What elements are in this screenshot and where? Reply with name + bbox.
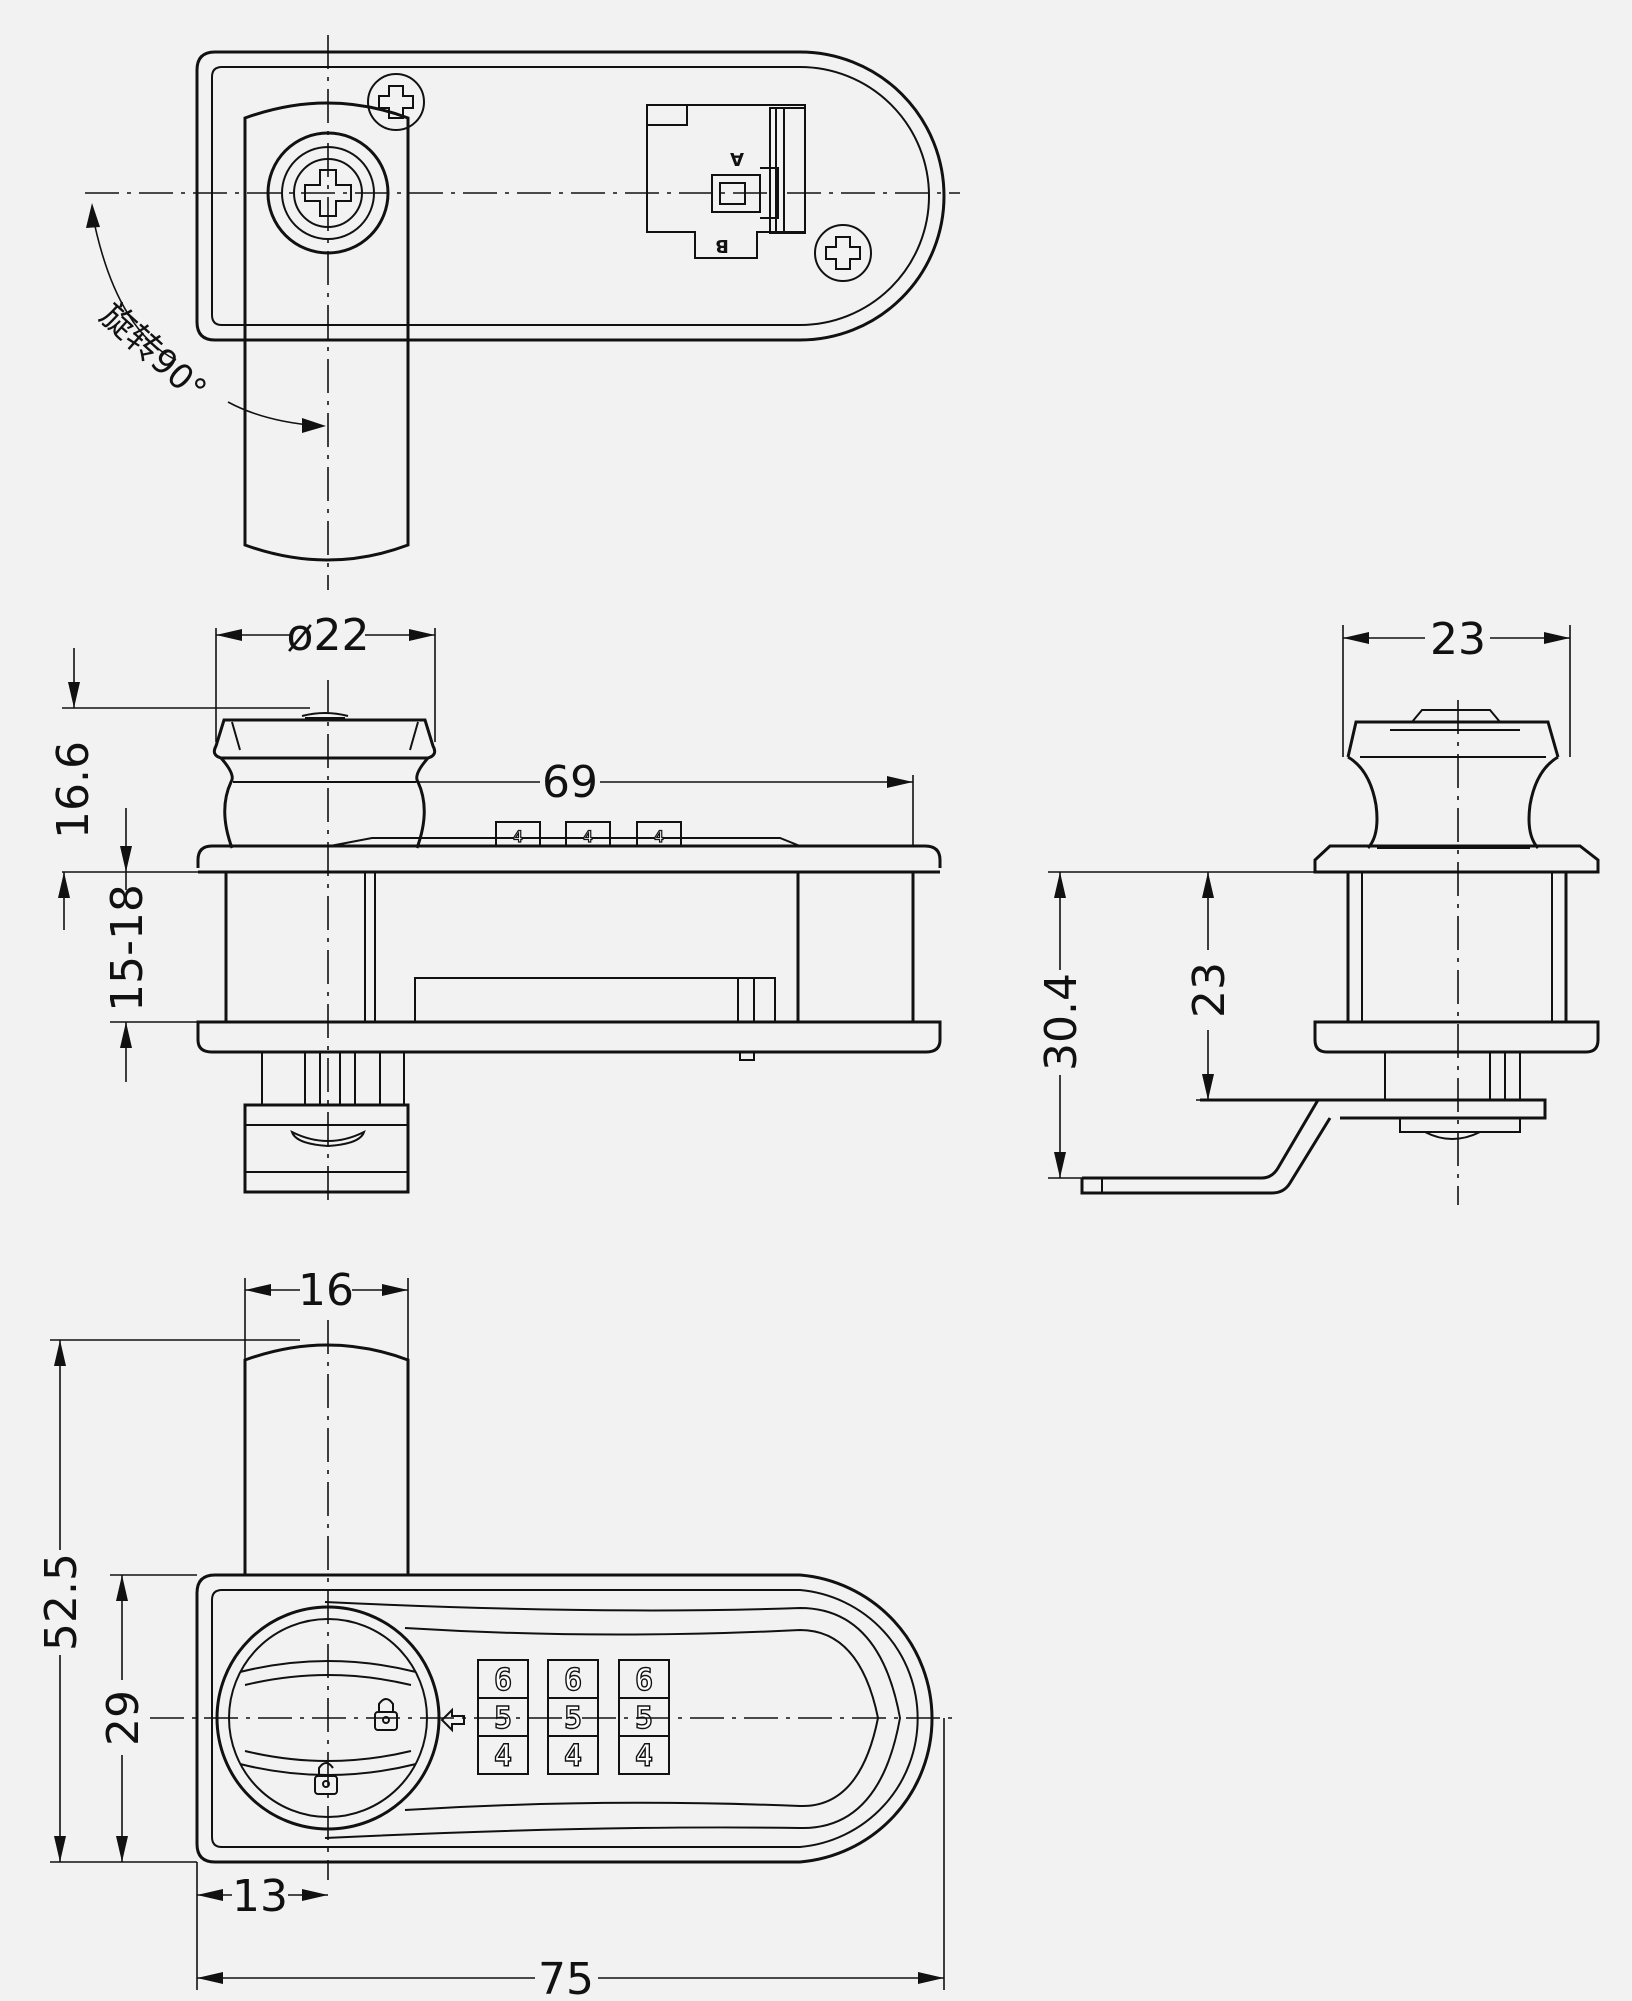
dim-offset-13: 13 bbox=[232, 1871, 288, 1922]
dial-3-bottom: 4 bbox=[635, 1739, 653, 1774]
knob-waist bbox=[219, 757, 430, 849]
housing-cover-line bbox=[329, 837, 801, 847]
dim-diameter: ø22 bbox=[287, 610, 370, 661]
dial-1-top: 6 bbox=[494, 1663, 512, 1698]
top-plate-outline bbox=[195, 50, 946, 342]
cam-block bbox=[243, 1103, 410, 1194]
end-knob-waist bbox=[1347, 755, 1559, 850]
knob-top bbox=[212, 718, 437, 760]
dim-length-69: 69 bbox=[542, 757, 598, 808]
cam-arm bbox=[243, 101, 410, 562]
position-b-label: B bbox=[715, 235, 729, 256]
rotation-arc-upper bbox=[91, 211, 177, 361]
side-dials: 4 4 4 bbox=[495, 821, 682, 847]
dim-height-16-6: 16.6 bbox=[48, 741, 99, 839]
front-dial-2: 6 5 4 bbox=[547, 1659, 599, 1775]
end-cam-screw bbox=[1424, 1131, 1481, 1140]
front-handle bbox=[243, 1343, 410, 1575]
rotation-arrow-bottom bbox=[302, 418, 326, 433]
end-shaft bbox=[1384, 1052, 1521, 1100]
end-view: 23 23 30.4 bbox=[1036, 614, 1600, 1205]
plate-screw-right bbox=[814, 224, 872, 282]
end-bottom-flange bbox=[1313, 1020, 1600, 1054]
locked-icon bbox=[374, 1698, 398, 1731]
housing-bottom-flange bbox=[196, 1020, 942, 1054]
side-dial-1 bbox=[495, 821, 541, 847]
side-dial-2 bbox=[565, 821, 611, 847]
knob-facets bbox=[231, 717, 419, 751]
side-dial-3 bbox=[636, 821, 682, 847]
housing-top-flange bbox=[196, 844, 942, 868]
front-body-inner bbox=[211, 1589, 919, 1848]
end-top-flange bbox=[1313, 844, 1600, 874]
front-body-outline bbox=[195, 1573, 934, 1864]
dim-handle-width: 16 bbox=[298, 1265, 354, 1316]
end-cam-arm bbox=[1080, 1117, 1332, 1195]
bottom-pin bbox=[739, 1051, 755, 1061]
plate-screw-left bbox=[367, 73, 425, 131]
dim-panel-range: 15-18 bbox=[102, 884, 153, 1012]
housing-slider bbox=[414, 977, 776, 1022]
front-dial-3: 6 5 4 bbox=[618, 1659, 670, 1775]
dial-2-top: 6 bbox=[564, 1663, 582, 1698]
front-dials: 6 5 4 6 5 4 6 5 4 bbox=[477, 1659, 670, 1775]
end-cam-top bbox=[1200, 1098, 1547, 1120]
position-a-label: A bbox=[730, 148, 744, 169]
side-dial-1-digit: 4 bbox=[513, 827, 523, 846]
side-view: 4 4 4 ø22 69 bbox=[48, 610, 942, 1208]
dim-body-height: 29 bbox=[98, 1690, 149, 1746]
front-dial-1: 6 5 4 bbox=[477, 1659, 529, 1775]
dim-width-23: 23 bbox=[1430, 614, 1486, 665]
end-cam-washer bbox=[1399, 1118, 1521, 1133]
arrow-left-icon bbox=[440, 1707, 465, 1733]
end-cam-arm-inner bbox=[1082, 1098, 1330, 1180]
side-dial-3-digit: 4 bbox=[654, 827, 664, 846]
cam-screw-cross bbox=[304, 169, 352, 217]
shaft-lines bbox=[261, 1052, 405, 1105]
dial-2-bottom: 4 bbox=[564, 1739, 582, 1774]
top-view: A B 旋转90° bbox=[85, 35, 960, 590]
dial-3-top: 6 bbox=[635, 1663, 653, 1698]
side-dial-2-digit: 4 bbox=[583, 827, 593, 846]
dim-height-30-4: 30.4 bbox=[1036, 973, 1087, 1071]
dial-1-bottom: 4 bbox=[494, 1739, 512, 1774]
rotation-arrow-top bbox=[86, 203, 100, 228]
front-view: 6 5 4 6 5 4 6 5 4 bbox=[36, 1265, 960, 2001]
front-cover-swoosh bbox=[324, 1601, 902, 1839]
end-knob-top bbox=[1346, 720, 1560, 758]
end-knob-facets bbox=[1390, 709, 1520, 731]
top-plate-inner bbox=[211, 66, 930, 326]
housing-slider-detail bbox=[737, 978, 755, 1022]
unlocked-icon bbox=[314, 1762, 338, 1795]
dim-total-length: 75 bbox=[538, 1954, 594, 2001]
knob-notch bbox=[301, 712, 349, 717]
dim-total-height: 52.5 bbox=[36, 1553, 87, 1651]
cam-screw-side bbox=[290, 1130, 366, 1148]
ab-switch: A B bbox=[646, 104, 806, 259]
dim-height-23: 23 bbox=[1184, 962, 1235, 1018]
